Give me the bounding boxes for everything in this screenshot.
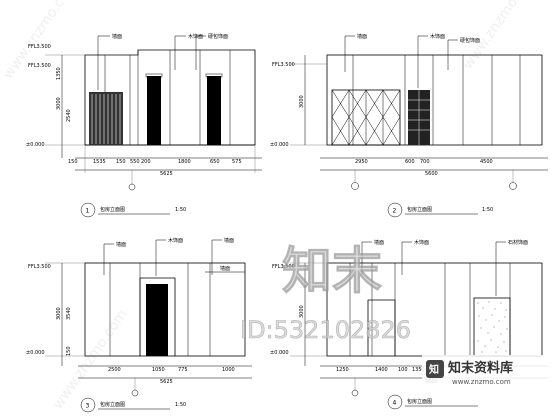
seg-dim-2: 600 — [405, 159, 415, 165]
seg-dim-4: 1350 — [412, 367, 425, 373]
door-lattice — [408, 90, 430, 145]
seg-dim-7: 650 — [210, 159, 220, 165]
height-dim: 3000 — [299, 95, 305, 108]
overall-dim: 5600 — [425, 171, 438, 177]
elevation-1: FFL3.500 FFL3.500 ±0.000 1350 3000 2540 … — [26, 33, 262, 218]
level-bottom-label: ±0.000 — [26, 142, 45, 148]
stone-texture — [477, 301, 508, 353]
level-top-label: FFL3.500 — [28, 44, 51, 50]
elevation-scale: 1:50 — [482, 207, 493, 213]
seg-dim-6: 1800 — [178, 159, 191, 165]
brand-badge: 知 知末资料库 www.znzmo.com — [422, 355, 556, 387]
callout-1: 墙面 — [112, 33, 122, 40]
elevation-title: 包房立面图 — [407, 206, 432, 213]
elevation-2: FFL3.500 ±0.000 3000 墙面 木饰面 硬包饰面 2950 60… — [270, 33, 548, 218]
callout-2: 木饰面 — [168, 237, 183, 244]
level-bottom-label: ±0.000 — [270, 142, 289, 148]
seg-dim-4: 1000 — [222, 367, 235, 373]
level-top-label: FFL3.500 — [272, 264, 295, 270]
height-dim-2: 3540 — [66, 307, 72, 320]
elevation-title: 包房立面图 — [100, 401, 125, 408]
elevation-number: 1 — [86, 208, 90, 215]
overall-dim: 5625 — [160, 171, 173, 177]
overall-dim: 5625 — [160, 379, 173, 385]
seg-dim-2: 1535 — [93, 159, 106, 165]
level-top-label: FFL3.500 — [28, 264, 51, 270]
level-top-label: FFL3.500 — [272, 62, 295, 68]
seg-dim-4: 4500 — [480, 159, 493, 165]
seg-dim-3: 775 — [178, 367, 188, 373]
callout-2: 木饰面 — [414, 239, 429, 246]
callout-1: 墙面 — [374, 239, 384, 246]
screen-panels — [331, 89, 401, 146]
elevation-3: FFL3.500 ±0.000 3000 3540 150 墙面 木饰面 墙面 … — [26, 237, 252, 413]
diagonal-watermark-text-1: www.znzmo.com — [0, 0, 80, 82]
callout-1: 墙面 — [357, 33, 367, 40]
seg-dim-8: 575 — [232, 159, 242, 165]
seg-dim-3: 100 — [398, 367, 408, 373]
seg-dim-3: 150 — [116, 159, 126, 165]
brand-watermark: 知末 — [282, 242, 382, 300]
diagonal-watermark-text-2: www.znzmo.com — [460, 0, 540, 72]
callout-2: 木饰面 — [188, 33, 203, 40]
callout-2: 木饰面 — [430, 33, 445, 40]
level-mid-label: FFL3.500 — [28, 63, 51, 69]
height-dim-3: 150 — [66, 346, 72, 356]
seg-dim-2: 1050 — [152, 367, 165, 373]
seg-dim-1: 150 — [68, 159, 78, 165]
callout-1: 墙面 — [116, 241, 126, 248]
seg-dim-4: 550 — [130, 159, 140, 165]
seg-dim-5: 200 — [141, 159, 151, 165]
elevation-number: 2 — [393, 208, 397, 215]
seg-dim-1: 2950 — [355, 159, 368, 165]
door-hatch-1 — [91, 94, 121, 144]
height-dim-2: 3000 — [56, 97, 62, 110]
height-dim: 3000 — [299, 305, 305, 318]
elevation-scale: 1:50 — [175, 207, 186, 213]
callout-4: 墙面 — [220, 265, 230, 272]
brand-logo-icon — [426, 360, 444, 378]
center-watermark: 知末 ID:532102826 — [240, 242, 412, 345]
id-watermark: ID:532102826 — [240, 316, 411, 344]
height-dim-1: 1350 — [56, 67, 62, 80]
seg-dim-2: 1400 — [375, 367, 388, 373]
callout-3: 硬包饰面 — [208, 33, 228, 40]
elevation-scale: 1:50 — [175, 402, 186, 408]
seg-dim-1: 1250 — [336, 367, 349, 373]
brand-badge-name: 知末资料库 — [448, 360, 513, 376]
elevation-title: 包房立面图 — [100, 206, 125, 213]
callout-3: 墙面 — [224, 237, 234, 244]
height-dim-1: 3000 — [56, 307, 62, 320]
brand-badge-url: www.znzmo.com — [452, 378, 511, 386]
seg-dim-1: 2500 — [108, 367, 121, 373]
seg-dim-3: 700 — [420, 159, 430, 165]
height-dim-3: 2540 — [66, 109, 72, 122]
level-bottom-label: ±0.000 — [26, 350, 45, 356]
callout-3: 硬包饰面 — [460, 37, 480, 44]
elevation-number: 4 — [393, 400, 397, 407]
elevation-number: 3 — [86, 403, 90, 410]
elevation-title: 包房立面图 — [407, 398, 432, 405]
svg-text:知: 知 — [428, 363, 439, 376]
callout-3: 石材饰面 — [508, 239, 528, 246]
level-bottom-label: ±0.000 — [270, 350, 289, 356]
